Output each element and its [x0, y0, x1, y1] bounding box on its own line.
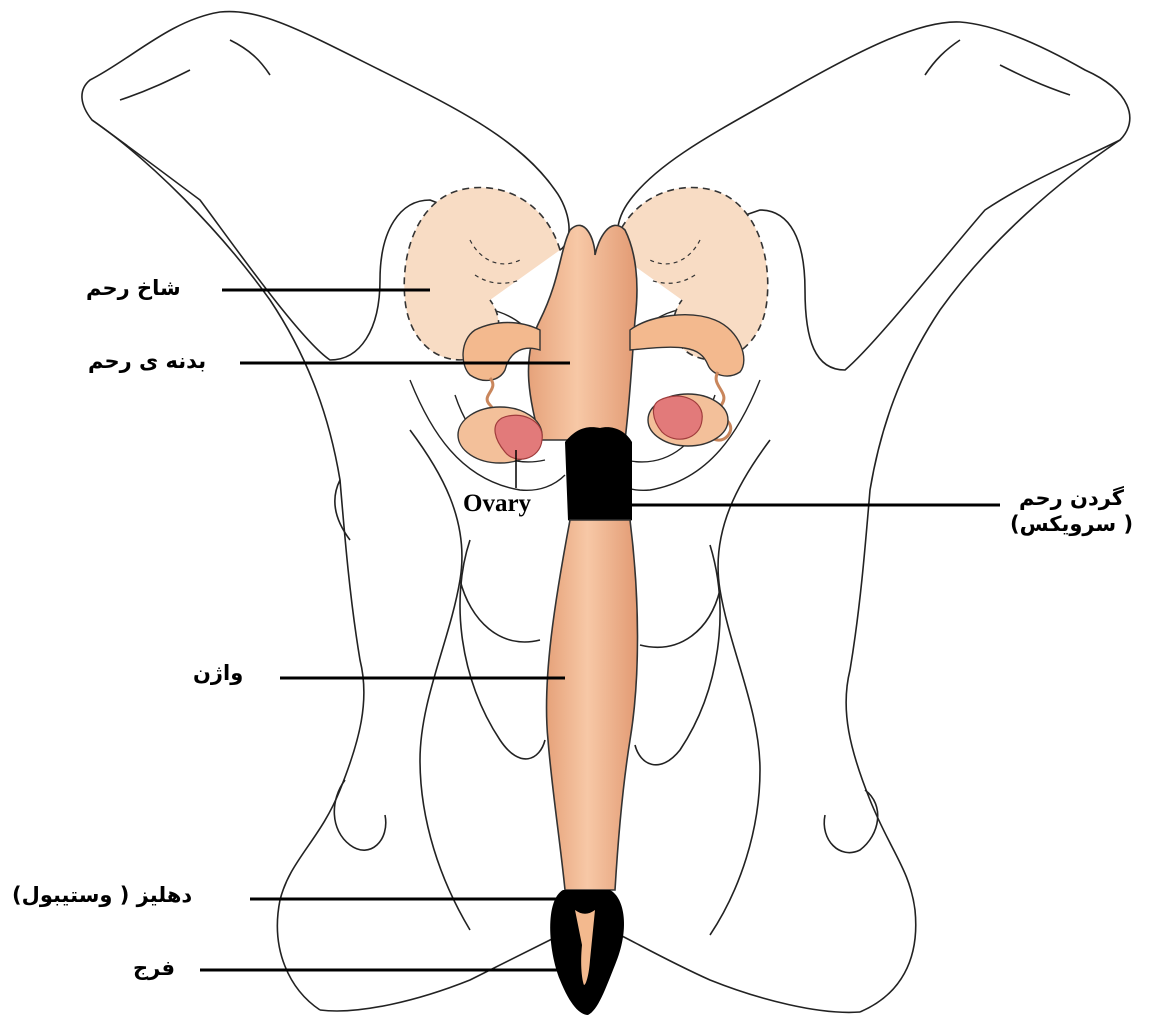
right-ovary — [648, 394, 728, 446]
label-cervix-line1: گردن رحم — [1010, 485, 1133, 511]
left-ovary — [458, 407, 542, 463]
label-uterine-horn: شاخ رحم — [86, 275, 181, 301]
label-uterine-body: بدنه ی رحم — [88, 348, 206, 374]
label-vagina: واژن — [193, 660, 243, 686]
label-ovary: Ovary — [463, 488, 531, 519]
cervix — [565, 427, 632, 525]
label-cervix-line2: ( سرویکس) — [1010, 511, 1133, 537]
label-vulva: فرج — [133, 955, 175, 981]
label-cervix: گردن رحم ( سرویکس) — [1010, 485, 1133, 538]
vagina — [547, 520, 638, 890]
label-vestibule: دهلیز ( وستیبول) — [12, 882, 192, 908]
